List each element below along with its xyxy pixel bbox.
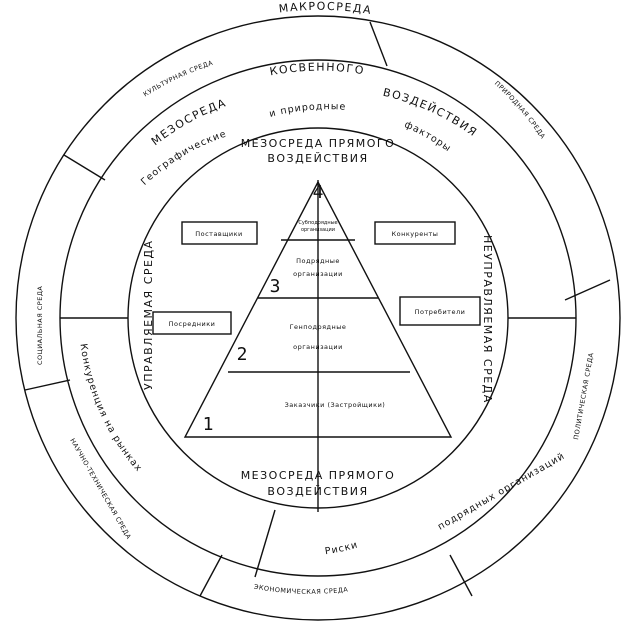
macro-ring-outer xyxy=(15,15,621,621)
outer-divider-1 xyxy=(369,21,388,67)
direct-bottom-line1: МЕЗОСРЕДА ПРЯМОГО xyxy=(241,469,396,482)
consumers-box xyxy=(399,296,481,326)
consumers-label: Потребители xyxy=(415,308,466,316)
pyramid-level2-number: 2 xyxy=(237,344,248,365)
pyramid-level3-label2: организации xyxy=(293,270,343,278)
macro-label: МАКРОСРЕДА xyxy=(278,0,373,17)
factors-label: факторы xyxy=(403,119,454,154)
nature-label: и природные xyxy=(268,101,347,120)
pyramid-level4-number: 4 xyxy=(313,182,324,203)
direct-top-line2: ВОЗДЕЙСТВИЯ xyxy=(267,152,368,165)
competitors-box xyxy=(374,221,456,245)
suppliers-label: Поставщики xyxy=(195,230,243,238)
economic-env-label: ЭКОНОМИЧЕСКАЯ СРЕДА xyxy=(253,583,348,596)
outer-divider-6 xyxy=(24,379,71,391)
direct-top-line1: МЕЗОСРЕДА ПРЯМОГО xyxy=(241,137,396,150)
outer-divider-2 xyxy=(564,279,611,301)
outer-divider-3 xyxy=(449,554,473,597)
pyramid-level3-label1: Подрядные xyxy=(296,257,340,265)
risks-label: Риски xyxy=(324,539,359,557)
intermediaries-label: Посредники xyxy=(169,320,216,328)
meso-divider-bottom xyxy=(254,509,276,578)
pyramid-level3-number: 3 xyxy=(270,276,281,297)
suppliers-box xyxy=(181,221,258,245)
pyramid-level4-label2: организации xyxy=(301,227,335,233)
unmanaged-env-label: НЕУПРАВЛЯЕМАЯ СРЕДА xyxy=(481,235,494,404)
pyramid-level1-label: Заказчики (Застройщики) xyxy=(285,401,386,409)
pyramid-level2-label1: Генподрядные xyxy=(290,323,347,331)
competitors-label: Конкуренты xyxy=(392,230,439,238)
outer-divider-4 xyxy=(199,554,223,597)
pyramid-level1-number: 1 xyxy=(203,414,214,435)
pyramid-level2-label2: организации xyxy=(293,343,343,351)
pyramid-level4-label1: Субподрядные xyxy=(298,220,337,226)
managed-env-label: УПРАВЛЯЕМАЯ СРЕДА xyxy=(142,239,155,390)
social-env-label: СОЦИАЛЬНАЯ СРЕДА xyxy=(36,286,44,365)
pyramid-outline xyxy=(183,180,453,438)
direct-bottom-line2: ВОЗДЕЙСТВИЯ xyxy=(267,485,368,498)
indirect-label: КОСВЕННОГО xyxy=(269,61,366,79)
intermediaries-box xyxy=(152,311,232,335)
contractor-orgs-label: подрядных организаций xyxy=(436,451,567,533)
natural-env-label: ПРИРОДНАЯ СРЕДА xyxy=(493,79,547,140)
political-env-label: ПОЛИТИЧЕСКАЯ СРЕДА xyxy=(572,352,595,441)
competition-label: Конкуренция на рынках xyxy=(77,343,144,474)
outer-divider-5 xyxy=(63,154,106,181)
